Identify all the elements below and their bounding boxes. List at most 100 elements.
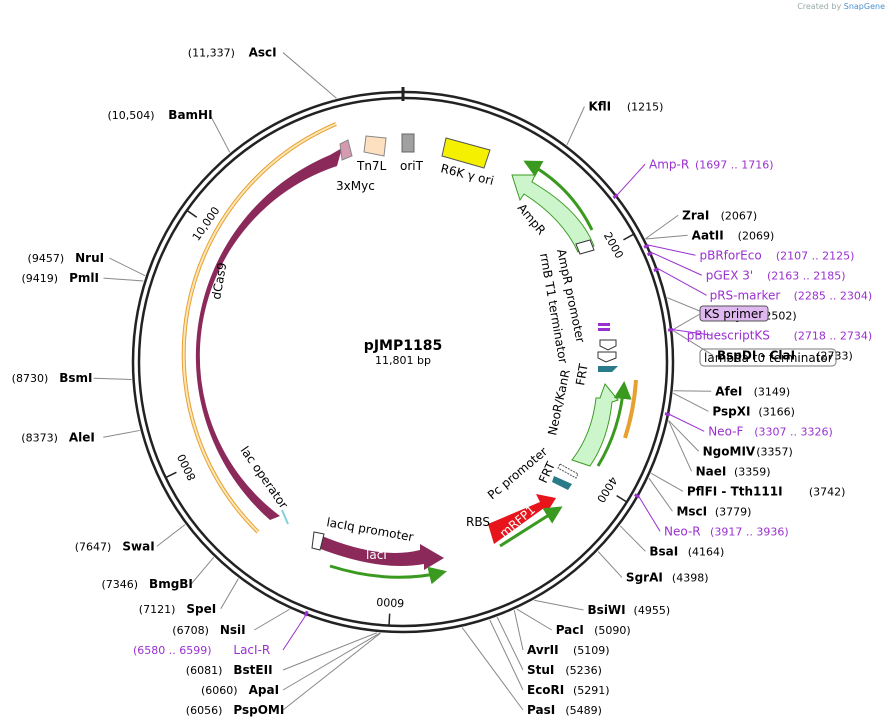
enzyme-site[interactable]: SwaI(7647) [75, 539, 155, 553]
primer-name[interactable]: Amp-R [649, 157, 689, 171]
enzyme-name[interactable]: AleI [69, 430, 95, 444]
enzyme-leader-line [650, 472, 684, 492]
enzyme-name[interactable]: NruI [75, 251, 104, 265]
enzyme-name[interactable]: ZraI [682, 208, 709, 222]
dCas9-feature[interactable] [195, 148, 342, 520]
primer-site[interactable]: pGEX 3'(2163 .. 2185) [706, 268, 846, 282]
3xMyc-feature[interactable] [339, 139, 353, 161]
primer-site[interactable]: Neo-F(3307 .. 3326) [708, 424, 833, 438]
enzyme-site[interactable]: ApaI(6060) [201, 683, 279, 697]
enzyme-site[interactable]: BamHI(10,504) [107, 108, 212, 122]
enzyme-coord: (2502) [760, 309, 797, 322]
features [181, 122, 638, 585]
enzyme-name[interactable]: NsiI [220, 623, 246, 637]
enzyme-site[interactable]: BsiWI(4955) [588, 603, 671, 617]
enzyme-site[interactable]: EcoRI(5291) [527, 683, 610, 697]
enzyme-site[interactable]: ZraI(2067) [682, 208, 757, 222]
primer-name[interactable]: pRS-marker [710, 288, 781, 302]
enzyme-sites: AscI(11,337)KflI(1215)BamHI(10,504)ZraI(… [12, 46, 853, 717]
enzyme-leader-line [156, 524, 186, 547]
R6K-feature[interactable] [441, 137, 491, 169]
primer-site[interactable]: Neo-R(3917 .. 3936) [664, 524, 789, 538]
enzyme-site[interactable]: MscI(3779) [676, 504, 751, 518]
enzyme-site[interactable]: PflFI - Tth111I(3742) [687, 484, 846, 498]
enzyme-site[interactable]: PspOMI (6056) [186, 703, 285, 717]
enzyme-site[interactable]: NruI(9457) [28, 251, 105, 265]
primer-name[interactable]: Neo-R [664, 524, 701, 538]
enzyme-site[interactable]: AatII(2069) [692, 228, 775, 242]
primer-name[interactable]: Neo-F [708, 424, 743, 438]
primer-name[interactable]: LacI-R [233, 643, 270, 657]
enzyme-name[interactable]: BsmI [59, 371, 92, 385]
enzyme-site[interactable]: PasI(5489) [527, 703, 602, 717]
primer-site[interactable]: Amp-R(1697 .. 1716) [649, 157, 774, 171]
enzyme-name[interactable]: BspDI - ClaI [717, 348, 795, 362]
enzyme-leader-line [648, 477, 673, 512]
enzyme-site[interactable]: PmlI(9419) [21, 271, 98, 285]
enzyme-name[interactable]: BsiWI [588, 603, 626, 617]
enzyme-site[interactable]: PspXI(3166) [712, 404, 795, 418]
enzyme-name[interactable]: AatII [692, 228, 724, 242]
enzyme-site[interactable]: PacI(5090) [556, 623, 631, 637]
enzyme-site[interactable]: NaeI(3359) [696, 464, 771, 478]
enzyme-name[interactable]: PspOMI [233, 703, 284, 717]
ks-primer-label[interactable]: KS primer [704, 307, 763, 321]
enzyme-site[interactable]: NgoMIV(3357) [703, 444, 793, 458]
enzyme-name[interactable]: PmlI [69, 271, 99, 285]
primer-name[interactable]: pGEX 3' [706, 268, 753, 282]
Tn7L-feature[interactable] [363, 135, 387, 157]
enzyme-site[interactable]: BstEII(6081) [186, 663, 273, 677]
enzyme-site[interactable]: BsaI(4164) [649, 544, 724, 558]
enzyme-site[interactable]: AscI(11,337) [188, 46, 277, 60]
enzyme-name[interactable]: NgoMIV [703, 444, 756, 458]
enzyme-site[interactable]: AleI(8373) [21, 430, 95, 444]
enzyme-site[interactable]: BspDI - ClaI(2733) [717, 348, 853, 362]
enzyme-site[interactable]: KflI(1215) [588, 100, 663, 114]
enzyme-leader-line [668, 420, 693, 472]
enzyme-site[interactable]: SgrAI(4398) [626, 570, 709, 584]
enzyme-name[interactable]: KflI [588, 100, 611, 114]
frt-feature-2[interactable] [552, 476, 572, 490]
enzyme-site[interactable]: AvrII(5109) [527, 643, 610, 657]
enzyme-name[interactable]: BstEII [233, 663, 272, 677]
primer-site[interactable]: LacI-R(6580 .. 6599) [133, 643, 270, 657]
enzyme-name[interactable]: SgrAI [626, 570, 663, 584]
lacI-feature[interactable] [318, 536, 444, 570]
enzyme-name[interactable]: ApaI [249, 683, 279, 697]
mRFP1-feature[interactable] [488, 494, 556, 544]
enzyme-site[interactable]: NsiI(6708) [172, 623, 245, 637]
enzyme-site[interactable]: AfeI(3149) [715, 384, 790, 398]
rbs-label: RBS [466, 515, 490, 529]
enzyme-name[interactable]: BamHI [168, 108, 212, 122]
enzyme-name[interactable]: PacI [556, 623, 584, 637]
enzyme-name[interactable]: AscI [249, 46, 277, 60]
enzyme-name[interactable]: AvrII [527, 643, 559, 657]
enzyme-name[interactable]: SpeI [186, 602, 216, 616]
enzyme-coord: (5236) [565, 664, 602, 677]
enzyme-name[interactable]: BmgBI [149, 577, 193, 591]
enzyme-name[interactable]: NaeI [696, 464, 727, 478]
neoR-feature[interactable] [571, 382, 619, 467]
enzyme-site[interactable]: BsmI(8730) [12, 371, 93, 385]
enzyme-coord: (6056) [186, 704, 223, 717]
enzyme-site[interactable]: BmgBI(7346) [101, 577, 192, 591]
enzyme-name[interactable]: BsaI [649, 544, 678, 558]
enzyme-name[interactable]: EcoRI [527, 683, 564, 697]
oriT-feature[interactable] [401, 133, 415, 153]
enzyme-name[interactable]: PflFI - Tth111I [687, 484, 783, 498]
primer-site[interactable]: pBluescriptKS(2718 .. 2734) [687, 328, 872, 342]
primer-mark [646, 251, 653, 257]
enzyme-name[interactable]: PspXI [712, 404, 750, 418]
primer-site[interactable]: pRS-marker(2285 .. 2304) [710, 288, 873, 302]
primer-name[interactable]: pBRforEco [699, 248, 761, 262]
enzyme-name[interactable]: StuI [527, 663, 554, 677]
enzyme-site[interactable]: SpeI(7121) [139, 602, 216, 616]
enzyme-name[interactable]: SwaI [122, 539, 154, 553]
primer-name[interactable]: pBluescriptKS [687, 328, 770, 342]
enzyme-name[interactable]: MscI [676, 504, 707, 518]
primer-site[interactable]: pBRforEco(2107 .. 2125) [699, 248, 854, 262]
frt-feature-1[interactable] [598, 366, 618, 372]
enzyme-name[interactable]: AfeI [715, 384, 742, 398]
enzyme-site[interactable]: StuI (5236) [527, 663, 602, 677]
enzyme-name[interactable]: PasI [527, 703, 555, 717]
